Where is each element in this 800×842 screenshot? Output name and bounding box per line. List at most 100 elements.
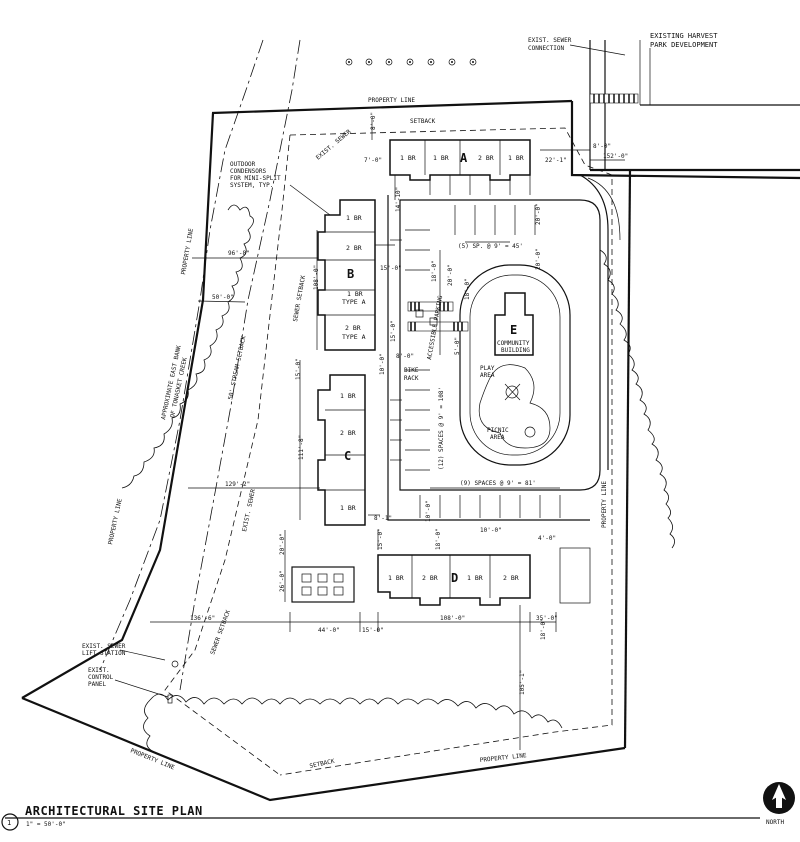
bldg-d-unit-3: 1 BR	[467, 574, 483, 582]
dim-15-0c: 15'-0"	[295, 358, 302, 380]
bldg-b-unit-1: 1 BR	[346, 214, 362, 222]
parking-stalls-west	[390, 229, 430, 471]
harvest-label-2: PARK DEVELOPMENT	[650, 41, 718, 49]
drawing-number-circle	[1, 813, 19, 831]
title-block: 1 ARCHITECTURAL SITE PLAN 1" = 50'-0"	[1, 804, 760, 831]
dim-44-0: 44'-0"	[318, 627, 340, 634]
sheet-title: ARCHITECTURAL SITE PLAN	[25, 804, 203, 818]
property-line-west-label: PROPERTY LINE	[107, 498, 124, 546]
dim-50-0: 50'-0"	[212, 294, 234, 301]
crosswalk-stripes	[589, 93, 639, 104]
drive-aisles	[387, 174, 621, 521]
shrub-row	[345, 58, 477, 66]
dim-15-0d: 15'-0"	[377, 528, 384, 550]
dim-96-8: 96'-8"	[228, 250, 250, 257]
bldg-b-unit-3: 1 BR	[347, 290, 363, 298]
dim-7-0: 7'-0"	[364, 157, 382, 164]
trash-enclosure	[559, 547, 591, 604]
tree-lines	[121, 204, 675, 753]
dim-8-0b: 8'-0"	[593, 143, 611, 150]
condensors-label-1: OUTDOOR	[230, 161, 256, 168]
property-boundary	[21, 40, 800, 802]
dim-129-2: 129'-2"	[225, 481, 250, 488]
dim-20-0c: 20'-0"	[535, 248, 542, 270]
bldg-c-unit-2: 2 BR	[340, 429, 356, 437]
dim-5-0: 5'-0"	[454, 337, 461, 355]
property-line-east-label: PROPERTY LINE	[601, 481, 608, 528]
dim-15-0e: 15'-0"	[390, 320, 397, 342]
bike-rack-label-1: BIKE	[404, 367, 419, 374]
exist-sewer-label-1: EXIST. SEWER	[315, 128, 353, 161]
building-e-community	[494, 292, 534, 356]
condensors-label-4: SYSTEM, TYP.	[230, 182, 273, 189]
sewer-connection-label-1: EXIST. SEWER	[528, 37, 572, 44]
leader-lines	[114, 44, 651, 698]
parking-stalls-top	[429, 175, 536, 235]
dim-18-0b: 18'-0"	[464, 278, 471, 300]
bldg-b-unit-6: TYPE A	[342, 333, 366, 341]
spaces-9-label: (9) SPACES @ 9' = 81'	[460, 480, 536, 487]
lift-station-label-1: EXIST. SEWER	[82, 643, 126, 650]
bldg-a-letter: A	[460, 151, 468, 165]
bldg-c-unit-1: 1 BR	[340, 392, 356, 400]
bldg-b-letter: B	[347, 267, 354, 281]
bldg-c-unit-3: 1 BR	[340, 504, 356, 512]
bldg-a-unit-3: 2 BR	[478, 154, 494, 162]
condensors-label-2: CONDENSORS	[230, 168, 267, 175]
dim-111-8: 111'-8"	[298, 435, 305, 460]
dim-20-0d: 20'-0"	[279, 533, 286, 555]
stream-setback-label: 50' STREAM SETBACK	[227, 335, 247, 400]
bldg-d-unit-2: 2 BR	[422, 574, 438, 582]
sewer-connection-label-2: CONNECTION	[528, 45, 565, 52]
parking-stalls-south	[419, 495, 561, 518]
carport-block	[291, 566, 355, 603]
control-panel-label-1: EXIST.	[88, 667, 110, 674]
building-a	[389, 139, 531, 181]
dim-20-0a: 20'-0"	[535, 203, 542, 225]
control-panel-label-3: PANEL	[88, 681, 106, 688]
community-building-label-2: BUILDING	[501, 347, 530, 354]
picnic-area-label-1: PICNIC	[487, 427, 509, 434]
condensors-label-3: FOR MINI-SPLIT	[230, 175, 281, 182]
setback-lines	[99, 39, 613, 776]
bldg-b-unit-2: 2 BR	[346, 244, 362, 252]
dim-10-0c: 10'-0"	[480, 527, 502, 534]
play-picnic-area	[478, 364, 551, 449]
dim-18-0a: 18'-0"	[431, 260, 438, 282]
setback-bottom-label: SETBACK	[309, 758, 336, 770]
dimension-lines	[150, 118, 625, 750]
bike-rack-label-2: RACK	[404, 375, 419, 382]
bldg-c-letter: C	[344, 449, 351, 463]
dim-108-0b: 108'-0"	[313, 265, 320, 290]
property-line-top-label: PROPERTY LINE	[368, 97, 415, 104]
dim-18-0d: 18'-0"	[540, 618, 547, 640]
control-panel-symbol	[167, 694, 173, 704]
play-area-label-2: AREA	[480, 372, 495, 379]
dim-8-1: 8'-1"	[374, 515, 392, 522]
north-label: NORTH	[766, 819, 784, 826]
bldg-a-unit-4: 1 BR	[508, 154, 524, 162]
lift-station-label-2: LIFT STATION	[82, 650, 126, 657]
dim-136-6: 136'-6"	[190, 615, 215, 622]
play-area-label-1: PLAY	[480, 365, 495, 372]
control-panel-label-2: CONTROL	[88, 674, 114, 681]
dim-14-10: 14'-10"	[395, 187, 402, 212]
dim-26-0: 26'-0"	[279, 570, 286, 592]
dim-20-0b: 20'-0"	[447, 264, 454, 286]
building-d	[377, 554, 531, 606]
spaces-12-label: (12) SPACES @ 9' = 108'	[438, 387, 445, 470]
setback-top-label: SETBACK	[410, 118, 436, 125]
dim-15-0a: 15'-0"	[362, 627, 384, 634]
bldg-d-unit-4: 2 BR	[503, 574, 519, 582]
dim-4-0: 4'-0"	[538, 535, 556, 542]
bldg-d-letter: D	[451, 571, 458, 585]
property-line-left-label: PROPERTY LINE	[180, 228, 195, 276]
dim-15-0b: 15'-0"	[380, 265, 402, 272]
dim-108-0: 108'-0"	[440, 615, 465, 622]
dim-35-0: 35'-0"	[536, 615, 558, 622]
north-arrow: NORTH	[763, 782, 795, 826]
property-line-bottom-label: PROPERTY LINE	[479, 752, 527, 764]
bldg-a-unit-1: 1 BR	[400, 154, 416, 162]
dim-22-1: 22'-1"	[545, 157, 567, 164]
building-c	[317, 374, 366, 526]
